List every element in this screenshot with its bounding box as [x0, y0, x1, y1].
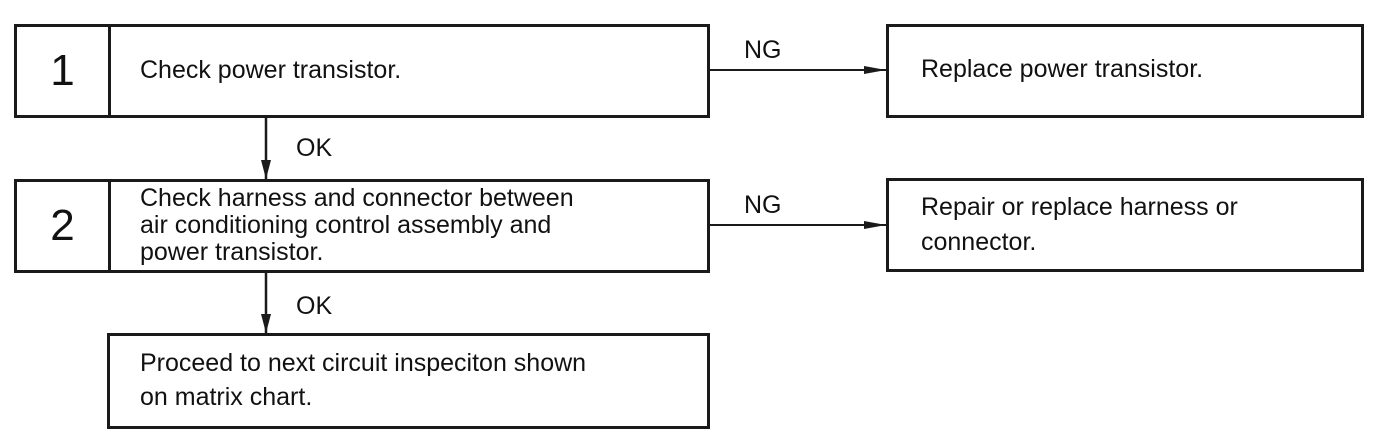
step1-ng-box [886, 24, 1364, 118]
step1-box [14, 24, 710, 118]
step2-divider [108, 182, 111, 270]
step2-ok-arrowhead [261, 314, 271, 333]
step1-number: 1 [50, 46, 75, 95]
step2-ng-action-line2: connector. [921, 228, 1037, 256]
final-text-line1: Proceed to next circuit inspeciton shown [140, 349, 587, 377]
step2-text-line1: Check harness and connector between [140, 184, 574, 212]
step2-ng-label: NG [744, 191, 782, 219]
step1-ok-label: OK [296, 134, 333, 162]
step2-ok-label: OK [296, 292, 333, 320]
step1-ng-label: NG [744, 36, 782, 64]
final-box [107, 333, 710, 429]
step2-text-line3: power transistor. [140, 238, 324, 266]
step2-box [14, 179, 710, 273]
step1-ok-arrowhead [261, 160, 271, 179]
step1-ng-action: Replace power transistor. [921, 55, 1204, 83]
step1-text: Check power transistor. [140, 56, 402, 84]
final-text-line2: on matrix chart. [140, 383, 313, 411]
step1-divider [108, 27, 111, 115]
step1-ng-arrowhead [864, 66, 886, 74]
step2-ng-arrowhead [864, 221, 886, 229]
step2-ng-box [886, 178, 1364, 272]
step2-text-line2: air conditioning control assembly and [140, 211, 552, 239]
step2-number: 2 [50, 201, 75, 250]
step2-ng-action-line1: Repair or replace harness or [921, 193, 1238, 221]
